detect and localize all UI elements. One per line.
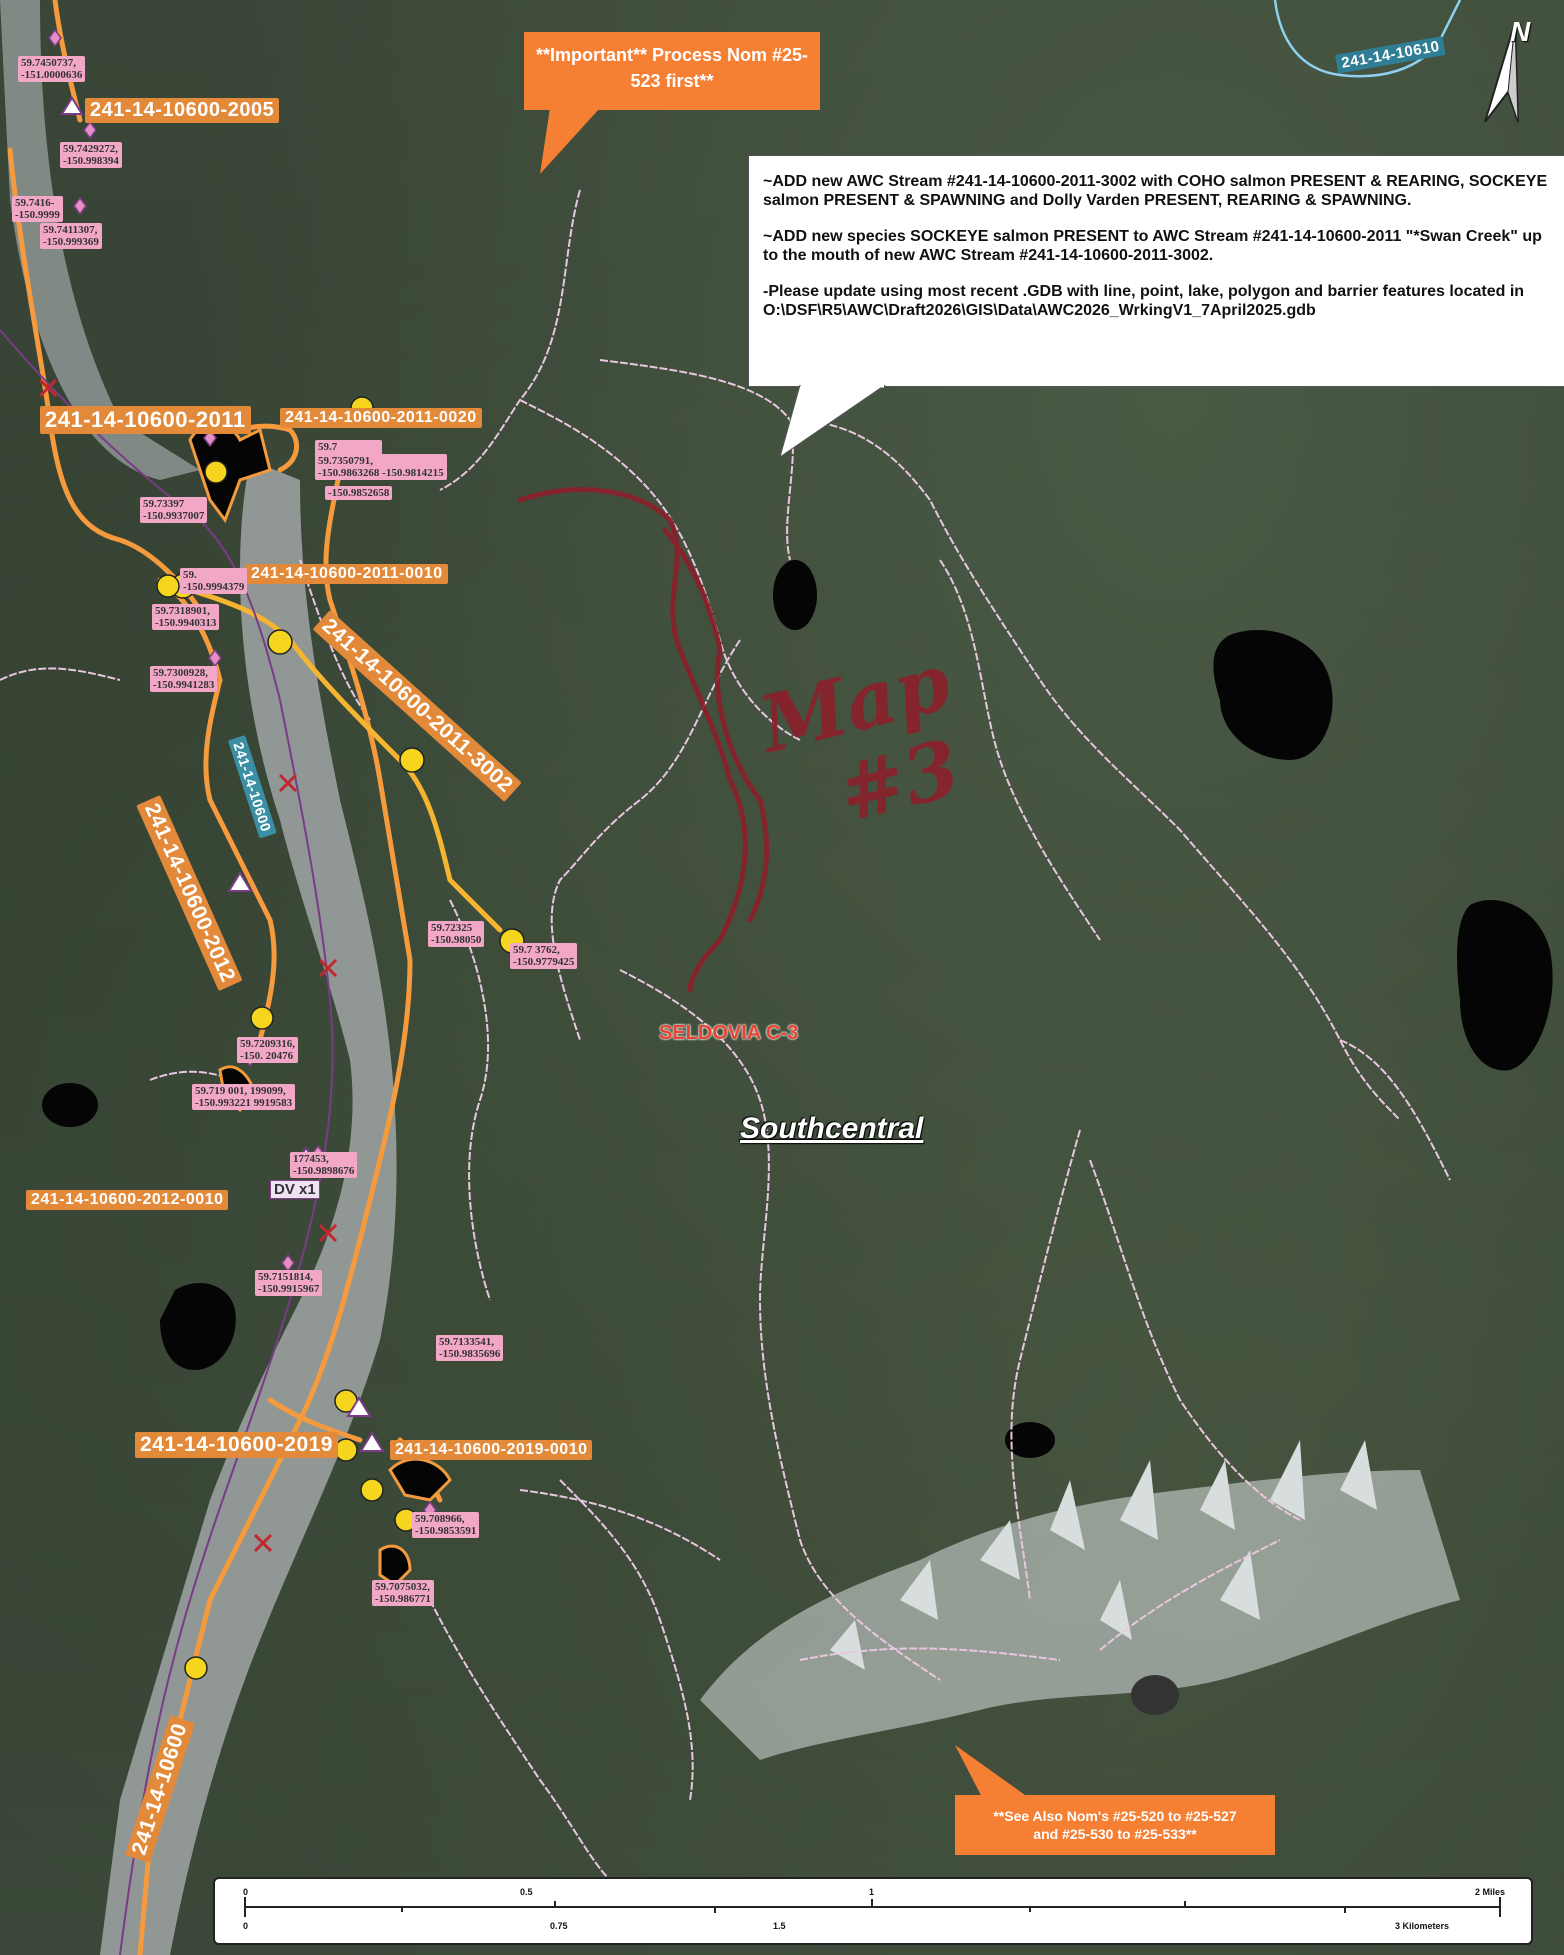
coord-label-16: 177453, -150.9898676 — [290, 1152, 358, 1178]
label-stream-2012-0010: 241-14-10600-2012-0010 — [26, 1190, 229, 1210]
scale-bottom-0: 0 — [243, 1921, 249, 1931]
coord-label-12: 59.72325 -150.98050 — [428, 921, 485, 947]
coord-label-15: 59.719 001, 199099, -150.993221 9919583 — [192, 1084, 296, 1110]
scale-bottom-2: 1.5 — [773, 1921, 786, 1931]
scale-top-1: 0.5 — [520, 1887, 533, 1897]
fish-points — [156, 396, 525, 1680]
snowfield — [700, 1440, 1460, 1760]
scale-top-2: 1 — [869, 1887, 875, 1897]
region-label: Southcentral — [740, 1112, 924, 1145]
coord-label-20: 59.7075032, -150.986771 — [372, 1580, 434, 1606]
note-line-2: ~ADD new species SOCKEYE salmon PRESENT … — [763, 228, 1542, 264]
coord-label-4: 59.7411307, -150.999369 — [40, 223, 102, 249]
scale-top-0: 0 — [243, 1887, 249, 1897]
handwriting-marks — [517, 487, 770, 993]
important-callout: **Important** Process Nom #25-523 first*… — [524, 32, 820, 110]
coord-label-9: 59. -150.9994379 — [180, 568, 248, 594]
label-stream-2005: 241-14-10600-2005 — [85, 98, 280, 123]
quad-label: SELDOVIA C-3 — [659, 1022, 799, 1044]
coord-label-6: 59.7350791, -150.9863268 -150.9814215 — [315, 454, 447, 480]
scale-bottom-1: 0.75 — [550, 1921, 568, 1931]
see-also-line-2: and #25-530 to #25-533** — [1033, 1826, 1197, 1842]
label-stream-2011-0010: 241-14-10600-2011-0010 — [246, 564, 448, 584]
coord-label-10: 59.7318901, -150.9940313 — [152, 604, 220, 630]
scale-top-3: 2 Miles — [1475, 1887, 1506, 1897]
coord-label-8: 59.73397 -150.9937007 — [140, 497, 208, 523]
label-stream-2011-0020: 241-14-10600-2011-0020 — [280, 408, 482, 428]
coord-label-11: 59.7300928, -150.9941283 — [150, 666, 218, 692]
scale-bar: 0 0.5 1 2 Miles 0 0.75 1.5 3 Kilometers — [213, 1877, 1533, 1945]
see-also-pointer — [955, 1745, 1025, 1803]
coord-label-2: 59.7429272, -150.998394 — [60, 142, 122, 168]
north-label: N — [1510, 16, 1531, 47]
label-stream-2019-0010: 241-14-10600-2019-0010 — [390, 1440, 593, 1460]
coord-label-18: 59.7133541, -150.9835696 — [436, 1335, 504, 1361]
river-channel-top — [0, 0, 200, 480]
new-stream-3002 — [172, 582, 503, 933]
see-also-callout: **See Also Nom's #25-520 to #25-527 and … — [955, 1795, 1275, 1855]
dv-label: DV x1 — [270, 1180, 320, 1199]
coord-label-7: -150.9852658 — [325, 486, 393, 500]
note-line-1: ~ADD new AWC Stream #241-14-10600-2011-3… — [763, 173, 1548, 209]
scale-bottom-3: 3 Kilometers — [1395, 1921, 1450, 1931]
notes-box-pointer — [780, 385, 886, 458]
see-also-line-1: **See Also Nom's #25-520 to #25-527 — [993, 1808, 1237, 1824]
north-arrow-icon — [1484, 21, 1519, 123]
lakes — [42, 560, 1553, 1715]
coord-label-19: 59.708966, -150.9853591 — [412, 1512, 480, 1538]
notes-box: ~ADD new AWC Stream #241-14-10600-2011-3… — [748, 155, 1564, 387]
label-stream-2011: 241-14-10600-2011 — [40, 406, 251, 434]
coord-label-17: 59.7151814, -150.9915967 — [255, 1270, 323, 1296]
coord-label-13: 59.7 3762, -150.9779425 — [510, 943, 578, 969]
river-channel — [100, 460, 397, 1955]
coord-label-1: 59.7450737, -151.0000636 — [18, 56, 86, 82]
coord-label-14: 59.7209316, -150. 20476 — [237, 1037, 298, 1063]
note-line-3: -Please update using most recent .GDB wi… — [763, 283, 1525, 319]
coord-label-3: 59.7416- -150.9999 — [12, 196, 63, 222]
important-callout-pointer — [540, 108, 600, 174]
important-callout-text: **Important** Process Nom #25-523 first*… — [535, 45, 809, 91]
scale-bar-graphic — [244, 1897, 1501, 1917]
label-stream-2019: 241-14-10600-2019 — [135, 1432, 338, 1458]
barrier-markers — [38, 378, 338, 1553]
north-arrow: N — [1460, 12, 1540, 132]
